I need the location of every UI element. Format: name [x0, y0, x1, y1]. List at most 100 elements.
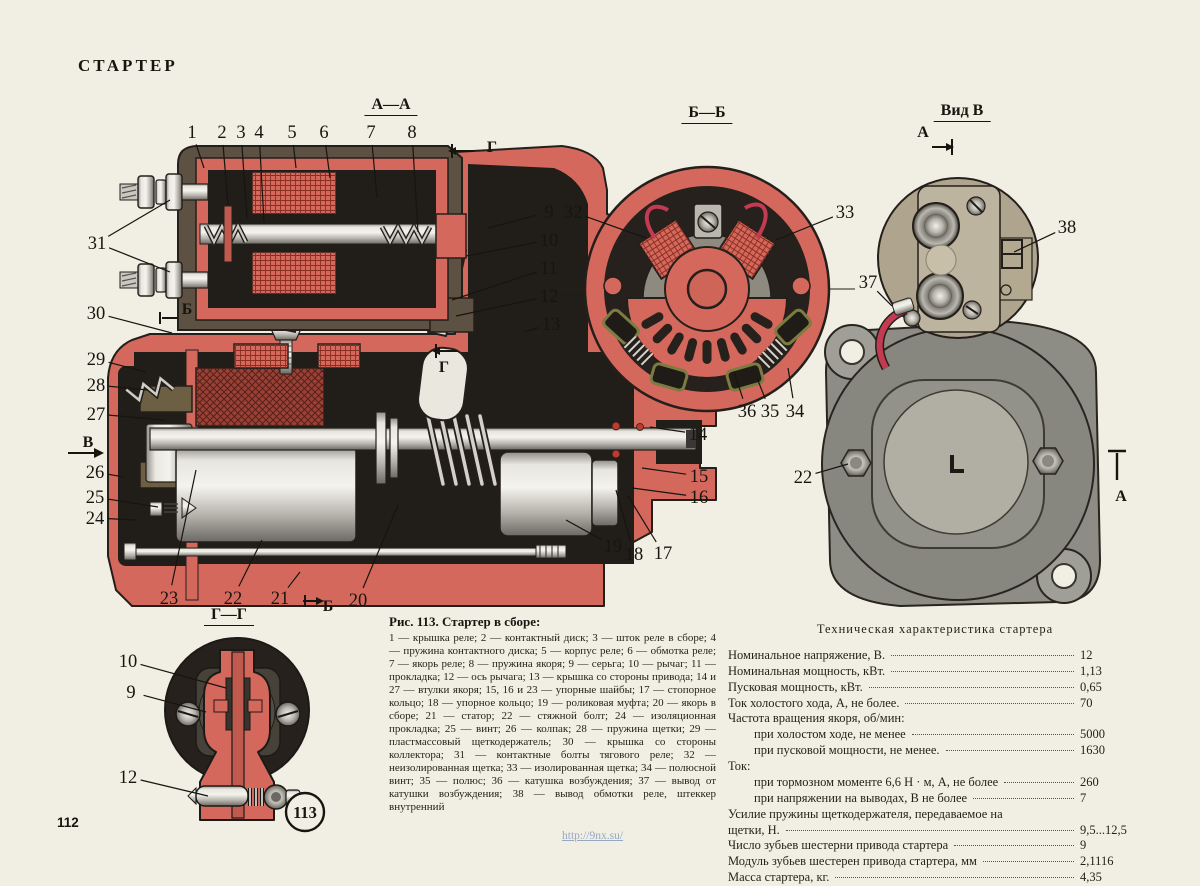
spec-row: Усилие пружины щеткодержателя, передавае…: [728, 807, 1142, 823]
spec-label: Модуль зубьев шестерен привода стартера,…: [728, 854, 977, 869]
callout-36: 36: [738, 402, 757, 422]
callout-leader-line: [241, 144, 248, 219]
spec-row: Масса стартера, кг. 4,35: [728, 870, 1142, 886]
section-label: А—А: [364, 96, 418, 116]
callout-1: 1: [187, 123, 196, 143]
callout-leader-line: [108, 414, 165, 421]
spec-label: Номинальная мощность, кВт.: [728, 663, 886, 678]
callout-32: 32: [564, 203, 583, 223]
callout-leader-line: [222, 144, 229, 206]
section-label: Г—Г: [204, 606, 254, 626]
callout-leader-line: [775, 216, 834, 241]
callout-leader-line: [412, 144, 419, 233]
callout-leader-line: [465, 241, 537, 257]
callout-38: 38: [1058, 218, 1077, 238]
callout-leader-line: [641, 467, 687, 475]
section-label: Б—Б: [681, 104, 733, 124]
spec-row: Ток:: [728, 759, 1142, 775]
plane-letter-А: А: [917, 124, 929, 141]
callout-20: 20: [349, 591, 368, 611]
spec-value: 260: [1080, 774, 1099, 789]
spec-row: Частота вращения якоря, об/мин:: [728, 711, 1142, 727]
callout-leader-line: [108, 315, 173, 334]
spec-row: Номинальное напряжение, В.12: [728, 648, 1142, 664]
callout-22: 22: [224, 589, 243, 609]
callout-leader-line: [107, 199, 171, 237]
callout-26: 26: [86, 463, 105, 483]
callout-11: 11: [540, 259, 558, 279]
callout-leader-line: [292, 144, 297, 169]
callout-leader-line: [107, 473, 125, 478]
callout-4: 4: [254, 123, 263, 143]
spec-label: Ток:: [728, 759, 751, 773]
spec-row: Номинальная мощность, кВт. 1,13: [728, 664, 1142, 680]
figure-number: 113: [293, 803, 317, 822]
callout-22: 22: [794, 468, 813, 488]
dot-leader: [868, 686, 1074, 688]
spec-value: 4,35: [1080, 870, 1102, 885]
section-label: Вид В: [933, 102, 991, 122]
callout-23: 23: [160, 589, 179, 609]
relay-contact-bolts: [119, 173, 209, 299]
callout-leader-line: [1013, 232, 1056, 253]
bb-section-drawing: [560, 165, 855, 413]
spec-label: Частота вращения якоря, об/мин:: [728, 711, 905, 726]
callout-leader-line: [631, 487, 687, 496]
spec-label: Масса стартера, кг.: [728, 870, 830, 885]
callout-34: 34: [786, 402, 805, 422]
callout-leader-line: [238, 539, 263, 587]
callout-18: 18: [625, 545, 644, 565]
callout-leader-line: [195, 144, 205, 169]
callout-leader-line: [107, 518, 137, 521]
plane-letter-А: А: [1115, 488, 1127, 505]
callout-leader-line: [756, 377, 766, 400]
spec-label: Усилие пружины щеткодержателя, передавае…: [728, 806, 1003, 821]
vid-v-drawing: [875, 177, 1039, 371]
callout-30: 30: [87, 304, 106, 324]
spec-label: Число зубьев шестерни привода стартера: [728, 838, 949, 853]
plane-letter-Б: Б: [182, 301, 193, 318]
callout-leader-line: [259, 144, 265, 223]
callout-9: 9: [126, 683, 135, 703]
brush-spring: [124, 373, 176, 405]
spec-label: при тормозном моменте 6,6 Н · м, А, не б…: [754, 774, 999, 789]
callout-leader-line: [649, 426, 686, 433]
callout-12: 12: [540, 287, 559, 307]
callout-leader-line: [615, 489, 632, 542]
callout-13: 13: [542, 315, 561, 335]
callout-9: 9: [544, 203, 553, 223]
callout-37: 37: [859, 273, 878, 293]
spec-value: 70: [1080, 695, 1093, 710]
callout-leader-line: [171, 469, 197, 586]
spec-row: Модуль зубьев шестерен привода стартера,…: [728, 854, 1142, 870]
callout-6: 6: [319, 123, 328, 143]
caption-title: Рис. 113. Стартер в сборе:: [389, 614, 541, 629]
spec-value: 1,13: [1080, 663, 1102, 678]
callout-29: 29: [87, 350, 106, 370]
dot-leader: [891, 654, 1074, 656]
callout-10: 10: [540, 231, 559, 251]
manual-page: СТАРТЕР: [57, 56, 1142, 885]
watermark-link[interactable]: http://9nx.su/: [562, 830, 624, 842]
callout-leader-line: [371, 144, 378, 199]
dot-leader: [785, 829, 1074, 831]
callout-leader-line: [143, 694, 207, 713]
callout-24: 24: [86, 509, 105, 529]
callout-35: 35: [761, 402, 780, 422]
callout-leader-line: [627, 495, 657, 543]
callout-21: 21: [271, 589, 290, 609]
callout-12: 12: [119, 768, 138, 788]
spec-value: 12: [1080, 647, 1093, 662]
callout-leader-line: [455, 298, 537, 317]
callout-5: 5: [287, 123, 296, 143]
spec-value: 7: [1080, 790, 1087, 805]
callout-leader-line: [451, 271, 537, 301]
dot-leader: [835, 877, 1074, 879]
callout-16: 16: [690, 488, 709, 508]
starter-figure-illustration: 113 123456789101112131415161718192021222…: [68, 123, 1128, 833]
callout-7: 7: [366, 123, 375, 143]
spec-label: при холостом ходе, не менее: [754, 727, 906, 742]
callout-10: 10: [119, 652, 138, 672]
